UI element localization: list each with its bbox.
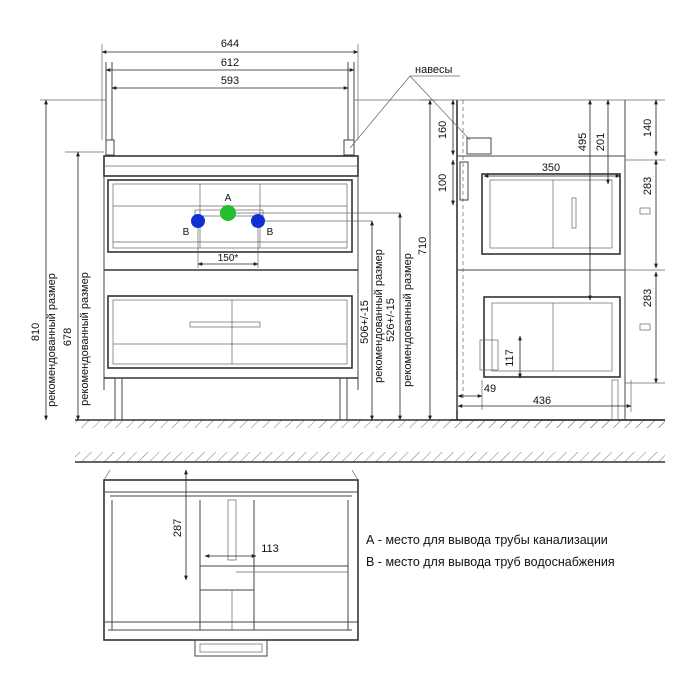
recommended-label-2: рекомендованный размер bbox=[79, 272, 91, 406]
recommended-label-1: рекомендованный размер bbox=[46, 273, 58, 407]
marker-a-label: A bbox=[225, 193, 232, 204]
dim-436: 436 bbox=[533, 395, 551, 407]
wall-plan bbox=[75, 452, 665, 463]
mirror-frame bbox=[105, 62, 355, 156]
dim-810: 810 bbox=[30, 323, 42, 341]
countertop bbox=[103, 155, 359, 177]
marker-b-left-label: B bbox=[183, 227, 190, 238]
sewer-pipe-marker bbox=[220, 205, 236, 221]
dim-644: 644 bbox=[221, 38, 239, 50]
width-dimensions: 644 612 593 bbox=[101, 38, 359, 140]
plan-drawer-front bbox=[194, 639, 268, 657]
legend-b-text: В - место для вывода труб водоснабжения bbox=[366, 555, 615, 569]
legend-a-text: А - место для вывода трубы канализации bbox=[366, 533, 608, 547]
dim-49: 49 bbox=[484, 383, 496, 395]
legend: А - место для вывода трубы канализации В… bbox=[366, 533, 615, 569]
hinge-bracket-lower bbox=[459, 161, 469, 201]
dim-526: 526+/-15 bbox=[385, 298, 397, 342]
dim-506: 506+/-15 bbox=[359, 300, 371, 344]
dim-160: 160 bbox=[437, 121, 449, 139]
side-view: навесы 160 100 495 201 1 bbox=[349, 64, 665, 428]
dim-140: 140 bbox=[642, 119, 654, 137]
dim-612: 612 bbox=[221, 57, 239, 69]
height-dimensions-left: 810 рекомендованный размер 678 рекомендо… bbox=[30, 99, 106, 421]
lower-drawer bbox=[107, 295, 353, 369]
marker-b-right-label: B bbox=[267, 227, 274, 238]
water-pipe-marker-right bbox=[251, 214, 265, 228]
drawer-handle bbox=[189, 321, 261, 328]
plan-view: 287 113 bbox=[75, 452, 665, 657]
dim-201: 201 bbox=[595, 133, 607, 151]
water-pipe-marker-left bbox=[191, 214, 205, 228]
dim-678: 678 bbox=[62, 328, 74, 346]
dim-150: 150* bbox=[218, 253, 239, 264]
floor-side bbox=[450, 419, 665, 428]
height-dimensions-right: 506+/-15 рекомендованный размер 526+/-15… bbox=[354, 99, 436, 421]
hinges-label: навесы bbox=[415, 64, 453, 76]
pipe-markers: A B B 150* bbox=[183, 193, 400, 268]
recommended-label-4: рекомендованный размер bbox=[402, 253, 414, 387]
dim-100: 100 bbox=[437, 174, 449, 192]
dim-283-top: 283 bbox=[642, 177, 654, 195]
dim-710: 710 bbox=[417, 237, 429, 255]
front-view: 644 612 593 A B B 150* bbox=[30, 38, 665, 428]
dim-283-bottom: 283 bbox=[642, 289, 654, 307]
hinge-bracket-upper bbox=[466, 137, 492, 155]
dim-287: 287 bbox=[172, 519, 184, 537]
dim-113: 113 bbox=[261, 543, 279, 555]
dim-593: 593 bbox=[221, 75, 239, 87]
dim-117: 117 bbox=[504, 349, 516, 367]
recommended-label-3: рекомендованный размер bbox=[373, 249, 385, 383]
dim-350: 350 bbox=[542, 162, 560, 174]
dim-495: 495 bbox=[577, 133, 589, 151]
